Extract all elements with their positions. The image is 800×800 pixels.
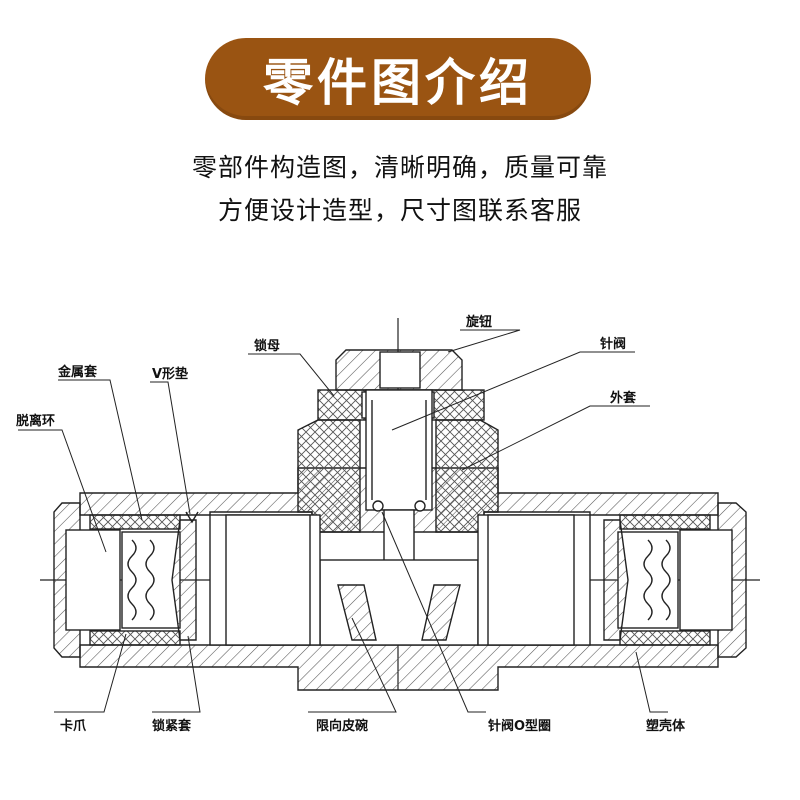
title-banner: 零件图介绍 xyxy=(205,38,591,120)
page-title: 零件图介绍 xyxy=(263,54,533,112)
leader-lock-sleeve xyxy=(152,635,201,713)
label-plastic-shell: 塑壳体 xyxy=(646,718,686,734)
knob-stem-window xyxy=(379,351,421,389)
leader-v-gasket xyxy=(150,381,191,515)
label-v-gasket: V形垫 xyxy=(152,366,188,382)
left-channel-inner xyxy=(225,514,311,646)
right-pipe xyxy=(679,529,733,631)
leader-outer-sleeve xyxy=(461,405,650,471)
needle-o-ring-left xyxy=(372,500,384,512)
label-metal-sleeve: 金属套 xyxy=(57,364,98,380)
left-metal-sleeve xyxy=(89,514,181,530)
subtitle-line-1: 零部件构造图，清晰明确，质量可靠 xyxy=(191,153,608,182)
leader-knob xyxy=(447,329,521,353)
needle-o-ring-right xyxy=(414,500,426,512)
left-claw xyxy=(121,531,181,629)
label-needle-o-ring: 针阀O型圈 xyxy=(487,718,551,734)
leader-needle-valve xyxy=(391,351,635,431)
body-bottom-wall xyxy=(79,644,719,691)
leader-plastic-shell xyxy=(635,651,668,713)
leader-release-ring xyxy=(18,429,107,553)
right-channel-inner xyxy=(487,514,575,646)
leader-needle-o-ring xyxy=(381,511,486,713)
left-metal-sleeve-bottom xyxy=(89,630,181,646)
left-pipe xyxy=(65,529,121,631)
needle-valve-stem xyxy=(365,389,433,511)
label-lock-sleeve: 锁紧套 xyxy=(152,718,192,734)
left-claw-spring xyxy=(127,539,137,621)
label-lock-nut: 锁母 xyxy=(254,338,280,354)
limit-cup-left xyxy=(337,584,377,641)
right-metal-sleeve-bottom xyxy=(619,630,711,646)
right-claw-spring xyxy=(643,539,653,621)
leader-lock-nut xyxy=(248,353,335,397)
outer-sleeve-right xyxy=(435,419,499,533)
label-claw: 卡爪 xyxy=(60,718,87,734)
label-needle-valve: 针阀 xyxy=(599,336,626,352)
outer-sleeve xyxy=(297,419,361,533)
leader-claw xyxy=(54,633,127,713)
label-outer-sleeve: 外套 xyxy=(609,390,637,406)
right-claw-spring-2 xyxy=(661,539,671,621)
left-v-gasket xyxy=(185,511,199,524)
leader-limit-cup xyxy=(308,617,397,713)
label-knob: 旋钮 xyxy=(465,314,492,330)
subtitle-line-2: 方便设计造型，尺寸图联系客服 xyxy=(217,196,582,225)
label-limit-cup: 限向皮碗 xyxy=(316,718,368,734)
right-lock-sleeve xyxy=(603,519,629,641)
right-metal-sleeve xyxy=(619,514,711,530)
label-release-ring: 脱离环 xyxy=(16,413,55,429)
left-claw-spring-2 xyxy=(145,539,155,621)
leader-metal-sleeve xyxy=(58,379,143,521)
